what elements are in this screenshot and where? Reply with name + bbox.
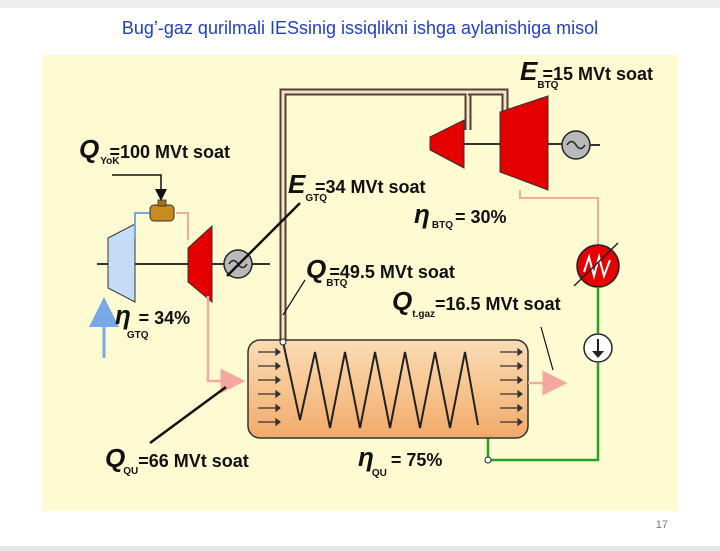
combustion-chamber-icon xyxy=(149,199,175,222)
exhaust-gas-line xyxy=(206,296,246,394)
combustion-lines xyxy=(134,212,189,240)
gas-turbine xyxy=(187,224,213,304)
label-e-btq: EBTQ=15 MVt soat xyxy=(520,56,653,91)
turbine-exhaust-line xyxy=(519,190,599,245)
label-q-yok: QYoK=100 MVt soat xyxy=(79,134,230,167)
bottom-strip xyxy=(0,546,720,551)
condenser-icon xyxy=(573,242,620,288)
label-q-qu: QQU=66 MVt soat xyxy=(105,443,249,477)
fuel-input-arrow xyxy=(112,174,167,201)
air-compressor xyxy=(107,223,136,303)
heat-recovery-boiler xyxy=(247,338,529,439)
e-gtq-pointer xyxy=(226,202,301,277)
q-btq-pointer xyxy=(282,279,306,316)
feed-pump-icon xyxy=(583,333,613,363)
q-qu-pointer xyxy=(149,385,227,445)
slide-title: Bug’-gaz qurilmali IESsinig issiqlikni i… xyxy=(121,18,599,38)
label-q-btq: QBTQ=49.5 MVt soat xyxy=(306,254,455,289)
q-tgaz-pointer xyxy=(540,326,554,371)
top-strip xyxy=(0,0,720,8)
steam-turbine xyxy=(429,95,562,191)
label-q-tgaz: Qt.gaz=16.5 MVt soat xyxy=(392,286,561,320)
label-e-gtq: EGTQ=34 MVt soat xyxy=(288,169,426,204)
steam-generator-icon xyxy=(561,130,600,160)
page-number: 17 xyxy=(655,519,668,531)
